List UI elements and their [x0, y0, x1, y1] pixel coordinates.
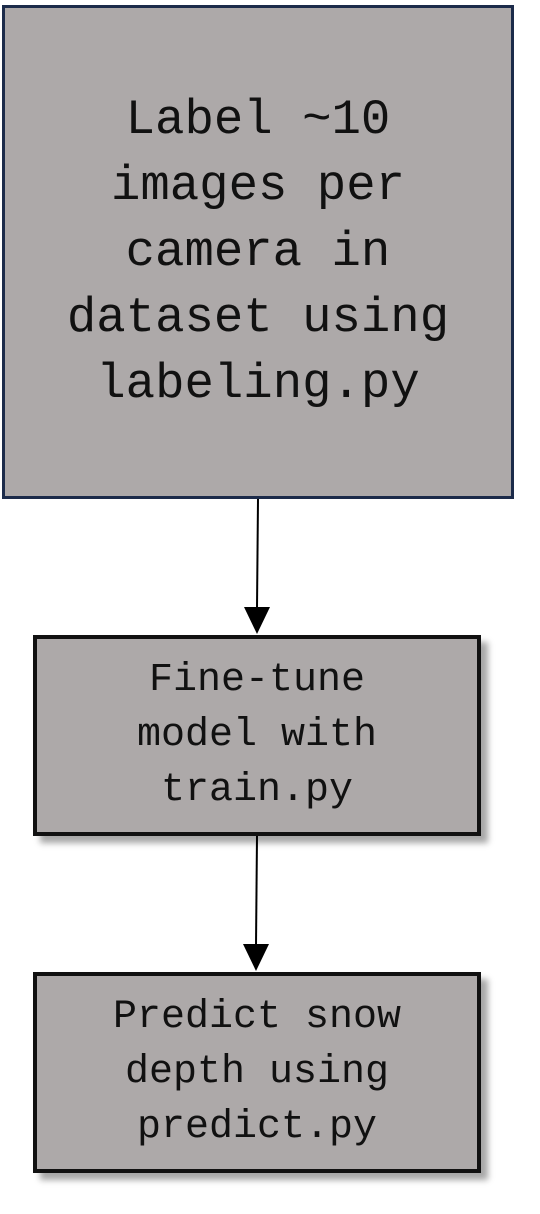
step-predict-box: Predict snow depth using predict.py — [33, 972, 481, 1173]
arrow-step1-to-step2 — [244, 498, 270, 634]
arrow-step2-to-step3 — [243, 835, 269, 971]
step-fine-tune-box: Fine-tune model with train.py — [33, 635, 481, 836]
step-label-images-box: Label ~10 images per camera in dataset u… — [2, 5, 514, 499]
